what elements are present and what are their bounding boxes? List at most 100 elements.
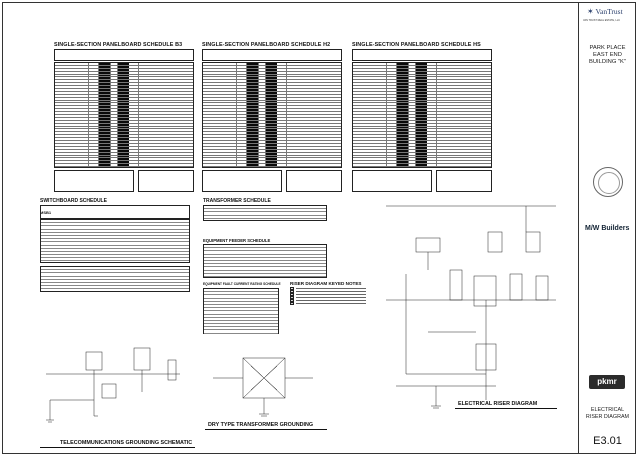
- circuit-row: [203, 91, 341, 95]
- panelboard-schedule-hs: SINGLE-SECTION PANELBOARD SCHEDULE HS: [352, 42, 492, 198]
- builder-logo: M/W Builders: [585, 225, 630, 232]
- panel-circuit-grid: [352, 62, 492, 169]
- table-row: [41, 252, 189, 256]
- circuit-row: [203, 120, 341, 124]
- circuit-row: [203, 123, 341, 127]
- circuit-row: [55, 120, 193, 124]
- table-row: [204, 327, 278, 331]
- circuit-row: [353, 97, 491, 101]
- panel-title: SINGLE-SECTION PANELBOARD SCHEDULE B3: [54, 42, 183, 48]
- circuit-row: [203, 132, 341, 136]
- circuit-row: [55, 80, 193, 84]
- panel-header-info: [202, 49, 342, 61]
- circuit-row: [55, 74, 193, 78]
- table-row: [41, 267, 189, 271]
- owner-address: VAN TRUST REAL ESTATE, LLC: [583, 19, 621, 22]
- fault-current-table: [203, 288, 279, 334]
- circuit-row: [353, 132, 491, 136]
- table-row: [204, 315, 278, 318]
- transformer-table: [203, 205, 327, 221]
- circuit-row: [353, 68, 491, 72]
- circuit-row: [55, 77, 193, 81]
- circuit-row: [55, 161, 193, 165]
- phase-load-table: [138, 170, 194, 193]
- riser-diagram-caption: ELECTRICAL RISER DIAGRAM: [458, 401, 538, 407]
- circuit-row: [55, 155, 193, 159]
- circuit-row: [203, 94, 341, 98]
- phase-load-table: [286, 170, 342, 193]
- switchboard-header: [40, 205, 190, 219]
- circuit-row: [55, 152, 193, 156]
- table-row: [204, 251, 326, 255]
- table-row: [204, 261, 326, 265]
- engineer-logo: pkmr: [589, 375, 625, 389]
- circuit-row: [353, 103, 491, 107]
- panel-load-summary: [54, 170, 194, 193]
- circuit-row: [55, 97, 193, 101]
- circuit-row: [353, 123, 491, 127]
- table-row: [41, 230, 189, 233]
- table-row: [204, 324, 278, 328]
- transformer-grounding-diagram: [213, 357, 313, 417]
- circuit-row: [55, 149, 193, 153]
- circuit-row: [203, 63, 341, 66]
- circuit-row: [55, 63, 193, 66]
- table-row: [41, 233, 189, 236]
- panel-load-summary: [352, 170, 492, 193]
- table-row: [204, 267, 326, 271]
- keyed-note: 4: [290, 295, 366, 299]
- panelboard-schedule-b3: SINGLE-SECTION PANELBOARD SCHEDULE B3: [54, 42, 194, 198]
- circuit-row: [55, 141, 193, 144]
- circuit-row: [55, 115, 193, 118]
- panel-circuit-grid: [202, 62, 342, 169]
- circuit-row: [353, 91, 491, 95]
- caption-underline: [205, 429, 327, 431]
- circuit-row: [55, 132, 193, 136]
- keyed-note: 1: [290, 286, 366, 290]
- table-row: [204, 292, 278, 296]
- circuit-row: [55, 138, 193, 142]
- circuit-row: [55, 103, 193, 107]
- panelboard-schedule-h2: SINGLE-SECTION PANELBOARD SCHEDULE H2: [202, 42, 342, 198]
- circuit-row: [55, 135, 193, 139]
- table-row: [41, 277, 189, 280]
- circuit-row: [203, 89, 341, 92]
- circuit-row: [55, 100, 193, 104]
- circuit-row: [55, 126, 193, 130]
- circuit-row: [203, 126, 341, 130]
- circuit-row: [353, 143, 491, 147]
- table-row: [204, 330, 278, 334]
- table-row: [204, 302, 278, 305]
- circuit-row: [55, 68, 193, 72]
- switchboard-designation: MSB1: [40, 210, 52, 215]
- switchboard-table: [40, 219, 190, 263]
- circuit-row: [55, 71, 193, 75]
- table-row: [41, 246, 189, 249]
- circuit-row: [353, 146, 491, 150]
- circuit-row: [353, 112, 491, 116]
- circuit-row: [55, 89, 193, 92]
- title-block: ✶ VanTrust VAN TRUST REAL ESTATE, LLC PA…: [578, 3, 635, 453]
- table-row: [41, 258, 189, 262]
- circuit-row: [353, 83, 491, 87]
- circuit-row: [203, 143, 341, 147]
- circuit-row: [203, 100, 341, 104]
- circuit-row: [353, 155, 491, 159]
- circuit-row: [203, 135, 341, 139]
- circuit-row: [353, 115, 491, 118]
- table-row: [204, 321, 278, 325]
- table-row: [204, 206, 326, 210]
- circuit-row: [353, 63, 491, 66]
- transformer-grounding-caption: DRY TYPE TRANSFORMER GROUNDING: [208, 422, 314, 428]
- circuit-row: [55, 83, 193, 87]
- panel-title: SINGLE-SECTION PANELBOARD SCHEDULE HS: [352, 42, 481, 48]
- table-row: [41, 280, 189, 283]
- circuit-row: [203, 86, 341, 90]
- keyed-note: 3: [290, 292, 366, 296]
- equipment-feeder-table: [203, 244, 327, 278]
- electrical-riser-diagram: [386, 205, 556, 409]
- circuit-row: [55, 91, 193, 95]
- table-row: [204, 299, 278, 302]
